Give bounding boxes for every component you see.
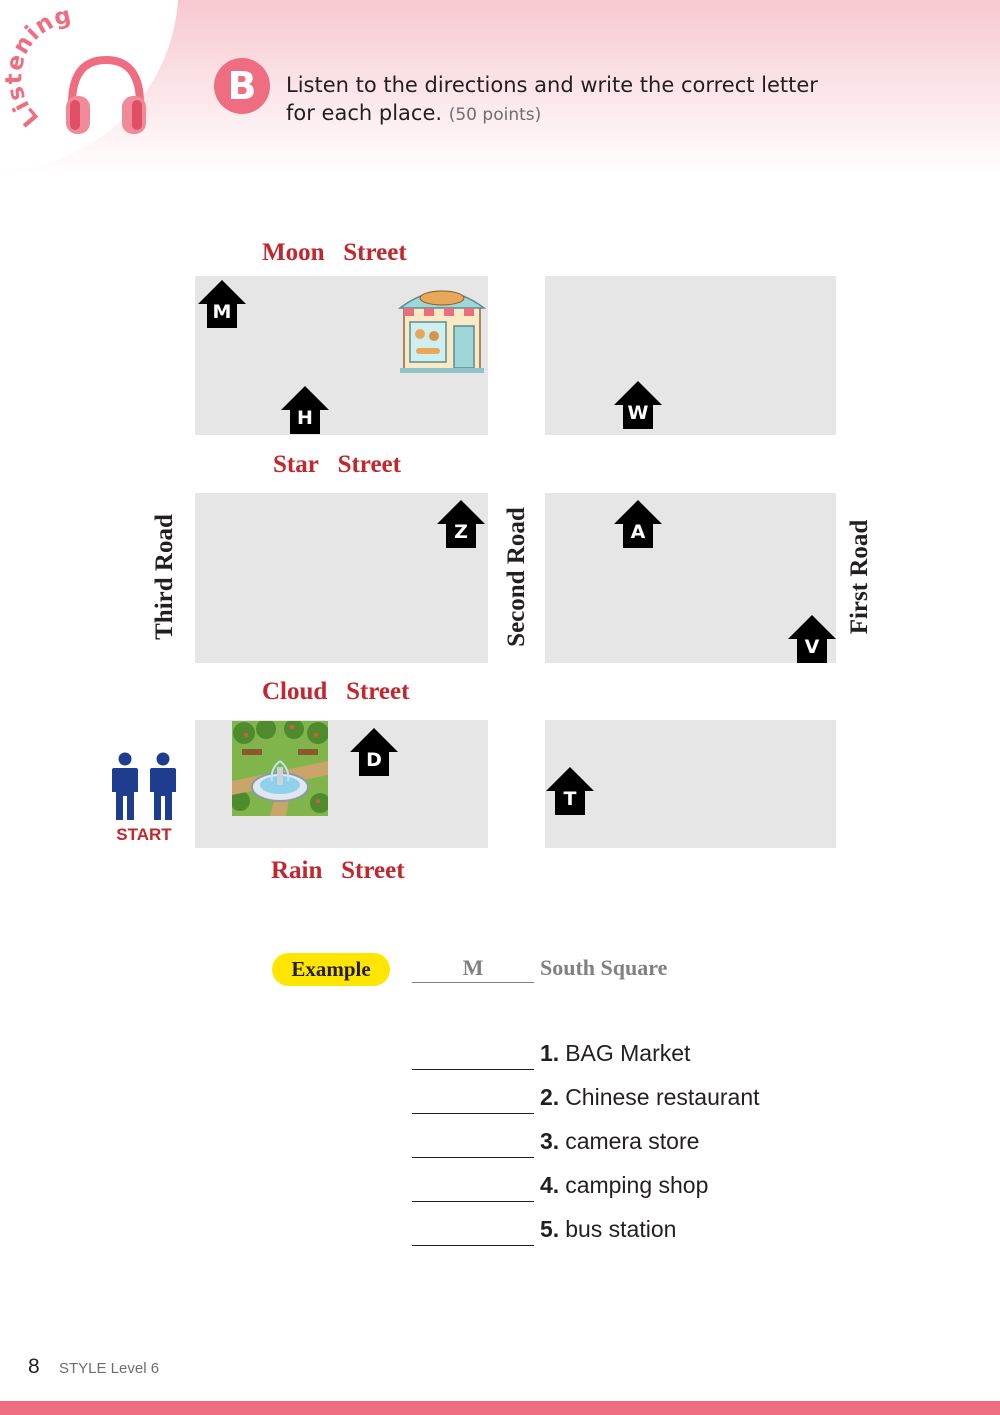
block-top-right	[545, 276, 836, 435]
item-number: 4.	[540, 1172, 560, 1198]
block-middle-right	[545, 493, 836, 663]
house-z: Z	[437, 500, 485, 548]
answer-list: 1. BAG Market 2. Chinese restaurant 3. c…	[412, 1040, 760, 1260]
answer-blank-4[interactable]	[412, 1172, 534, 1202]
list-item: 3. camera store	[412, 1128, 760, 1172]
example-blank	[412, 982, 534, 983]
house-icon	[281, 386, 329, 434]
start-label: START	[116, 825, 172, 844]
page-number: 8	[28, 1355, 40, 1378]
house-w: W	[614, 381, 662, 429]
house-a: A	[614, 500, 662, 548]
series-title: STYLE Level 6	[59, 1360, 160, 1377]
house-icon	[614, 500, 662, 548]
list-item: 5. bus station	[412, 1216, 760, 1260]
list-item: 2. Chinese restaurant	[412, 1084, 760, 1128]
house-letter: W	[627, 402, 649, 424]
house-icon	[437, 500, 485, 548]
house-letter: A	[630, 521, 646, 543]
house-m: M	[198, 280, 246, 328]
instruction-line-2: for each place.	[286, 101, 443, 125]
first-road-label: First Road	[846, 519, 873, 635]
house-letter: V	[804, 636, 820, 658]
item-number: 2.	[540, 1084, 560, 1110]
answer-blank-2[interactable]	[412, 1084, 534, 1114]
instruction-line-1: Listen to the directions and write the c…	[286, 73, 818, 97]
list-item: 4. camping shop	[412, 1172, 760, 1216]
points-label: (50 points)	[448, 105, 542, 125]
house-letter: D	[366, 749, 382, 771]
listening-corner: Listening	[0, 0, 178, 170]
house-icon	[350, 728, 398, 776]
item-label: camping shop	[565, 1172, 709, 1198]
house-letter: T	[563, 788, 577, 810]
item-label: bus station	[565, 1216, 677, 1242]
house-v: V	[788, 615, 836, 663]
block-bottom-right	[545, 720, 836, 848]
item-label: Chinese restaurant	[565, 1084, 760, 1110]
example-answer: M	[462, 955, 484, 980]
house-letter: H	[297, 407, 313, 429]
bakery-illustration	[398, 290, 486, 373]
instruction-text: Listen to the directions and write the c…	[286, 71, 926, 129]
bottom-bar	[0, 1401, 1000, 1415]
cloud-street-label: Cloud Street	[262, 678, 410, 705]
list-item: 1. BAG Market	[412, 1040, 760, 1084]
second-road-label: Second Road	[503, 507, 530, 647]
star-street-label: Star Street	[273, 451, 401, 478]
house-letter: M	[212, 301, 232, 323]
item-number: 1.	[540, 1040, 560, 1066]
house-icon	[198, 280, 246, 328]
item-label: camera store	[565, 1128, 700, 1154]
item-number: 3.	[540, 1128, 560, 1154]
answer-blank-1[interactable]	[412, 1040, 534, 1070]
house-icon	[614, 381, 662, 429]
house-t: T	[546, 767, 594, 815]
house-d: D	[350, 728, 398, 776]
example-place: South Square	[540, 955, 668, 980]
house-letter: Z	[454, 521, 468, 543]
start-people-icon	[112, 752, 176, 820]
block-middle-left	[195, 493, 488, 663]
item-label: BAG Market	[565, 1040, 691, 1066]
answer-blank-5[interactable]	[412, 1216, 534, 1246]
house-icon	[546, 767, 594, 815]
park-fountain-illustration	[232, 721, 328, 816]
house-h: H	[281, 386, 329, 434]
rain-street-label: Rain Street	[271, 857, 405, 884]
section-badge: B	[214, 58, 270, 114]
moon-street-label: Moon Street	[262, 239, 407, 266]
example-pill: Example	[272, 953, 390, 986]
answer-blank-3[interactable]	[412, 1128, 534, 1158]
headphones-icon	[66, 55, 146, 134]
third-road-label: Third Road	[151, 514, 178, 640]
house-icon	[788, 615, 836, 663]
item-number: 5.	[540, 1216, 560, 1242]
